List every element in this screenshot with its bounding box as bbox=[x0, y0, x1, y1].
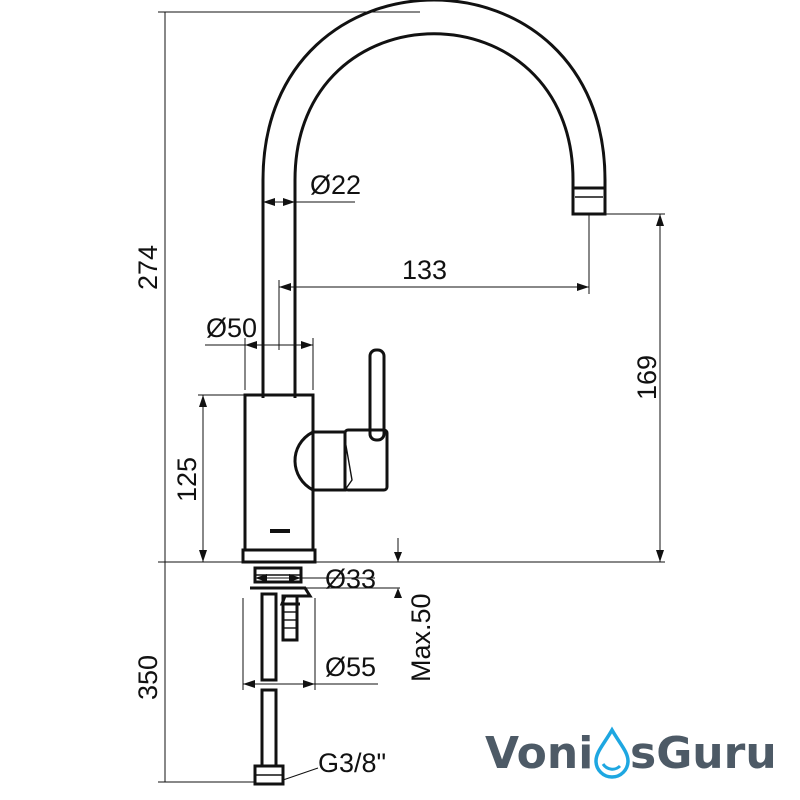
label-spout-height: 169 bbox=[632, 355, 662, 400]
lever-handle-outline bbox=[368, 348, 386, 442]
dim-50-arrow-left bbox=[245, 341, 257, 349]
label-body-diameter: Ø50 bbox=[206, 313, 257, 343]
dim-125-arrow-bottom bbox=[199, 550, 207, 562]
mount-rod-outline bbox=[281, 594, 299, 642]
dim-22-arrow-left bbox=[263, 198, 275, 206]
label-pipe-diameter: Ø22 bbox=[310, 170, 361, 200]
dim-133-arrow-left bbox=[279, 283, 291, 291]
spout-inner-outline bbox=[293, 32, 575, 398]
body-brand-mark bbox=[270, 529, 290, 533]
spout-outer-outline bbox=[261, 0, 607, 398]
label-mount-diameter: Ø33 bbox=[325, 564, 376, 594]
dim-33-arrow-left bbox=[255, 574, 267, 582]
voniosguru-logo: Voni sGuru bbox=[485, 726, 777, 779]
dim-max50-arrow-top bbox=[394, 552, 402, 562]
dim-55-arrow-right bbox=[303, 680, 315, 688]
label-base-diameter: Ø55 bbox=[325, 652, 376, 682]
mount-bracket-outline bbox=[250, 586, 313, 606]
label-spout-reach: 133 bbox=[402, 255, 447, 285]
dimension-labels: 274 Ø22 133 169 Ø50 125 Ø33 Max.50 Ø55 3… bbox=[133, 170, 662, 778]
label-thread: G3/8" bbox=[318, 748, 386, 778]
label-below-height: 350 bbox=[133, 655, 163, 700]
dimension-lines bbox=[158, 11, 665, 783]
water-drop-icon bbox=[594, 726, 630, 779]
lever-knuckle-outline bbox=[293, 430, 347, 492]
label-body-height: 125 bbox=[172, 457, 202, 502]
dim-169-arrow-bottom bbox=[656, 550, 664, 562]
supply-tube-lower bbox=[260, 688, 278, 768]
dim-33-arrow-right bbox=[289, 574, 301, 582]
dim-50-arrow-right bbox=[301, 341, 313, 349]
dim-22-arrow-right bbox=[283, 198, 295, 206]
supply-tube-upper bbox=[260, 592, 278, 682]
dim-169-arrow-top bbox=[656, 214, 664, 226]
dim-125-arrow-top bbox=[199, 395, 207, 407]
label-total-height: 274 bbox=[133, 245, 163, 290]
dim-55-arrow-left bbox=[243, 680, 255, 688]
base-ring-outline bbox=[241, 548, 317, 564]
logo-text-part2: sGuru bbox=[630, 728, 777, 779]
faucet-outline bbox=[241, 0, 607, 786]
logo-text-part1: Voni bbox=[485, 728, 593, 779]
thread-leader-line bbox=[282, 767, 319, 781]
lever-detail bbox=[344, 439, 353, 491]
label-max-thickness: Max.50 bbox=[406, 593, 436, 682]
lever-block-outline bbox=[343, 428, 389, 492]
aerator-outline bbox=[571, 186, 607, 216]
dim-133-arrow-right bbox=[577, 283, 589, 291]
body-outline bbox=[243, 393, 315, 552]
dim-max50-arrow-bottom bbox=[394, 588, 402, 598]
